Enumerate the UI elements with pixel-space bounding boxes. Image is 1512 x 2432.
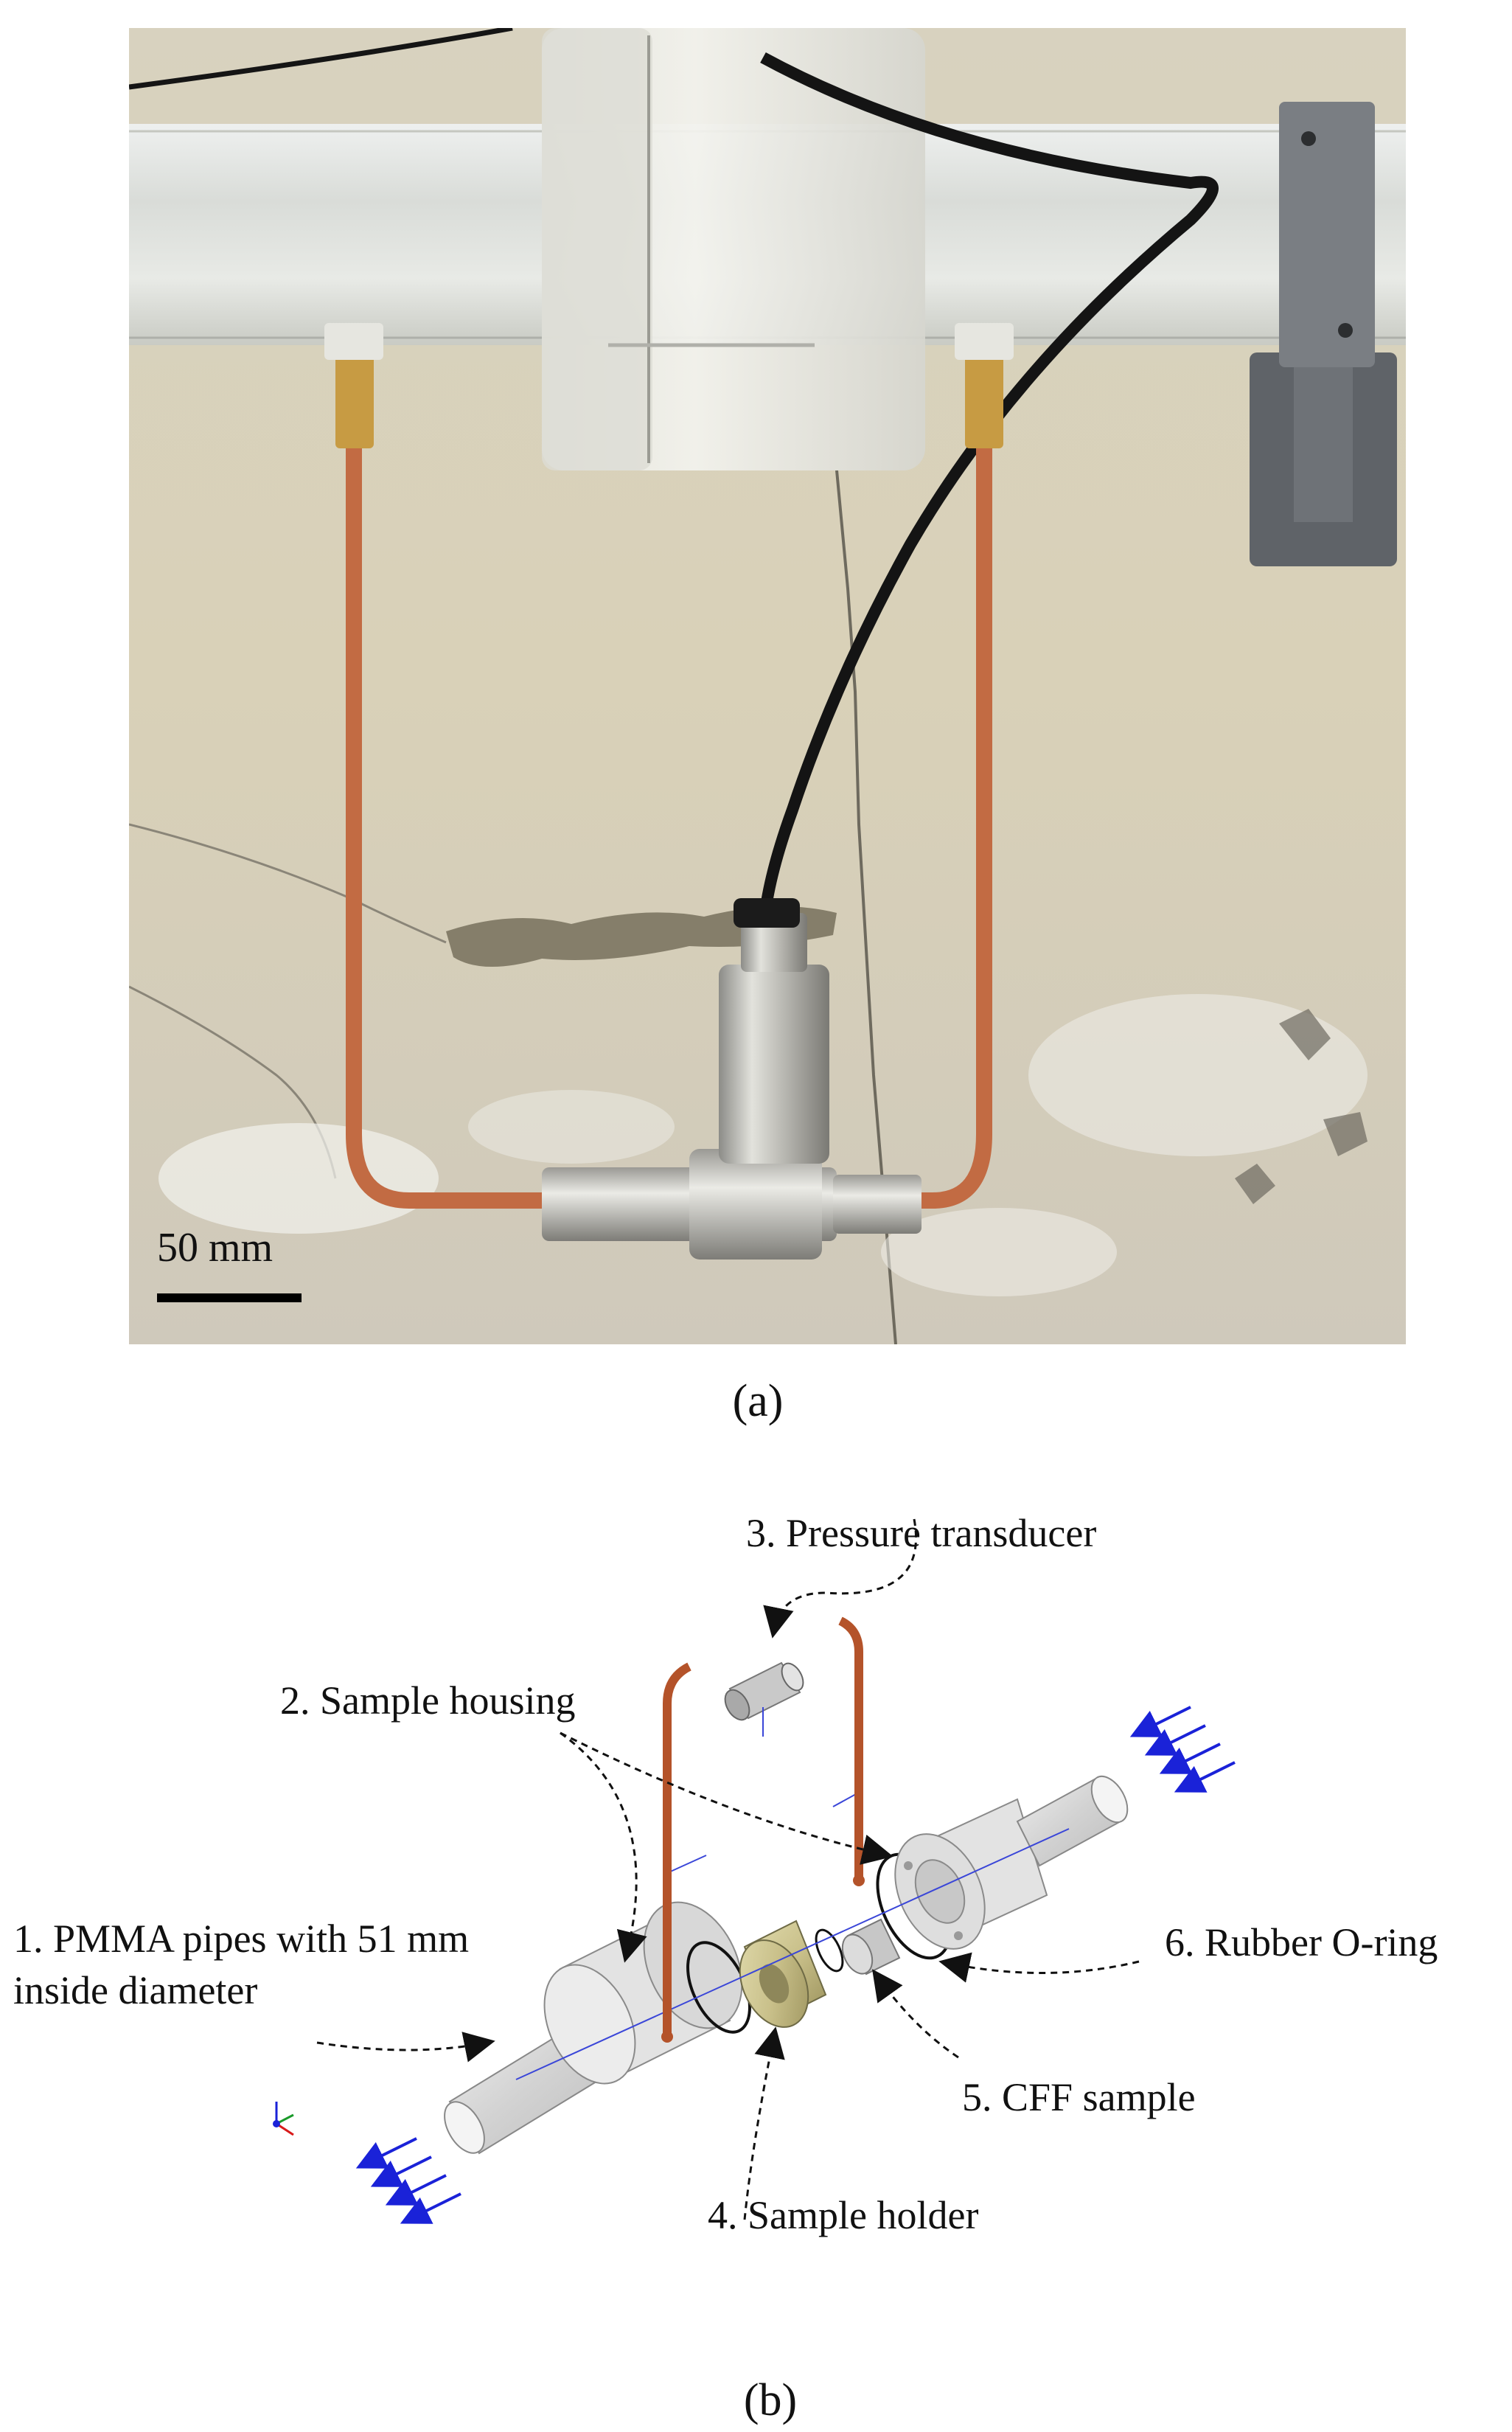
panel-a-caption: (a) [732, 1376, 784, 1426]
diagram-panel-b [273, 1518, 1236, 2224]
copper-tube-end [661, 2031, 673, 2043]
brass-fitting [335, 352, 374, 448]
photo-panel-a [129, 28, 1406, 1344]
flow-axis [515, 1828, 1070, 2080]
axis-triad-icon [273, 2102, 294, 2136]
scale-bar [157, 1293, 302, 1302]
housing-flange [542, 28, 652, 470]
o-ring-small [815, 1928, 844, 1973]
pmma-pipe-right [1016, 1775, 1129, 1867]
axis-tick [666, 1855, 707, 1874]
floor-reflection [158, 1123, 439, 1234]
sample-housing-right [894, 1798, 1048, 1950]
label-pmma-pipes-line2: inside diameter [13, 1968, 258, 2012]
copper-tube-left [346, 441, 557, 1209]
flow-arrows-out [355, 2137, 461, 2224]
support-bracket [1250, 102, 1397, 566]
leader-lines [316, 1518, 1140, 2220]
brass-fitting-cap [324, 323, 383, 360]
copper-tube-end [853, 1875, 865, 1886]
label-cff-sample: 5. CFF sample [962, 2075, 1196, 2119]
brass-fitting [965, 352, 1003, 448]
label-rubber-o-ring: 6. Rubber O-ring [1165, 1920, 1438, 1964]
label-pressure-transducer: 3. Pressure transducer [746, 1511, 1097, 1555]
cff-sample-part [841, 1918, 901, 1976]
steel-tee [689, 1149, 822, 1260]
copper-tube-left-diagram [663, 1662, 691, 2035]
floor-crack-line [129, 823, 447, 944]
floor-reflection [881, 1208, 1117, 1296]
label-pmma-pipes-line1: 1. PMMA pipes with 51 mm [13, 1917, 470, 1961]
sample-holder-part [739, 1919, 827, 2028]
floor-stain [1235, 1009, 1368, 1204]
steel-nut [833, 1175, 922, 1234]
brass-fitting-cap [955, 323, 1014, 360]
floor-reflection [468, 1090, 675, 1164]
floor-reflection [1028, 994, 1368, 1156]
panel-b-caption: (b) [743, 2375, 798, 2425]
pressure-transducer-part [724, 1661, 804, 1737]
scale-bar-label: 50 mm [157, 1225, 274, 1271]
cable-top [129, 28, 513, 90]
copper-tube-right [785, 441, 992, 1209]
label-sample-housing: 2. Sample housing [280, 1678, 576, 1723]
flow-arrows-in [1129, 1706, 1236, 1793]
photo-pressure-transducer [719, 965, 829, 1164]
copper-tube-right-diagram [838, 1616, 863, 1880]
transducer-connector [734, 898, 800, 928]
label-sample-holder: 4. Sample holder [708, 2193, 979, 2237]
transducer-cable [757, 52, 1219, 943]
